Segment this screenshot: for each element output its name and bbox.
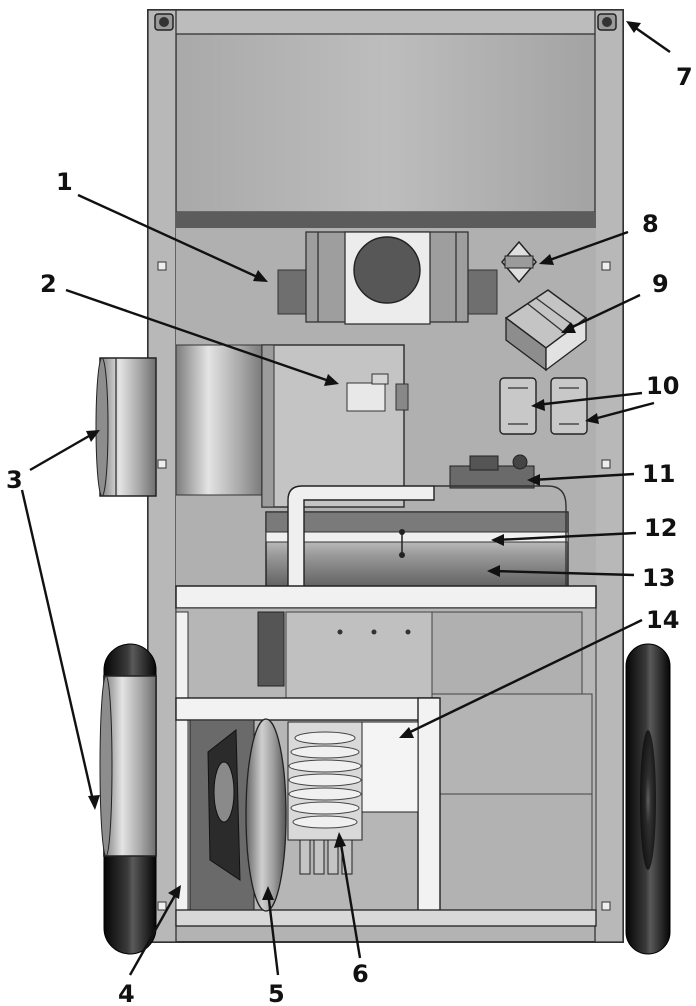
drum-bracket	[287, 485, 567, 589]
callout-11: 11	[642, 460, 675, 488]
callout-5: 5	[268, 980, 285, 1006]
component-11-sensor	[449, 454, 535, 489]
leader-lines	[20, 21, 671, 976]
callout-13: 13	[642, 564, 675, 592]
callout-12: 12	[644, 514, 677, 542]
side-rail-left	[175, 611, 189, 913]
lifting-eye-left	[154, 13, 174, 31]
callout-9: 9	[652, 270, 669, 298]
component-2-control-box	[261, 344, 409, 508]
wheel-left	[99, 643, 157, 955]
callout-10: 10	[646, 372, 679, 400]
component-8-thermal-switch	[501, 240, 537, 284]
callout-2: 2	[40, 270, 57, 298]
callout-8: 8	[642, 210, 659, 238]
lifting-eye-right	[597, 13, 617, 31]
callout-7: 7	[676, 63, 693, 91]
component-9-relay	[504, 289, 588, 372]
component-5-fan-wheel	[189, 718, 287, 912]
callout-1: 1	[56, 168, 73, 196]
component-1-blower-housing	[277, 231, 498, 325]
cabinet-rivets	[157, 261, 611, 911]
callout-14: 14	[646, 606, 679, 634]
callout-6: 6	[352, 960, 369, 988]
shelf-plate	[175, 585, 597, 609]
callout-4: 4	[118, 980, 135, 1006]
component-3-duct-upper	[95, 344, 269, 497]
callout-3: 3	[6, 466, 23, 494]
wheel-right	[625, 643, 671, 955]
component-10-terminal-blocks	[499, 377, 588, 435]
component-13-drum	[265, 511, 569, 591]
component-6-heater-element	[287, 721, 363, 875]
